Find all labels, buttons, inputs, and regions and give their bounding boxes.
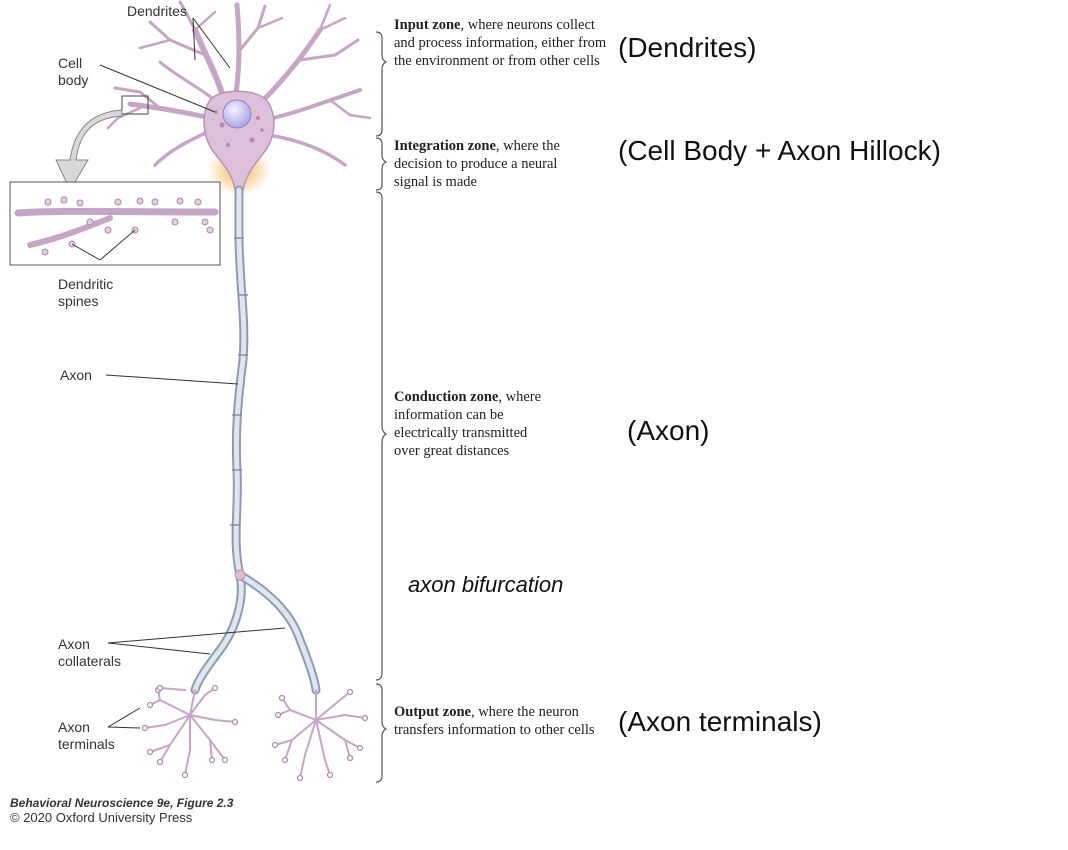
label-dendritic-spines-line2: spines <box>58 293 99 309</box>
zoom-source-box <box>121 95 149 115</box>
zone-integration-title: Integration zone <box>394 138 496 154</box>
dendritic-spines-inset <box>9 181 221 266</box>
zone-conduction: Conduction zone, where information can b… <box>394 388 544 460</box>
label-axon-collaterals-line1: Axon <box>58 636 90 652</box>
label-axon-collaterals: Axon collaterals <box>58 636 121 670</box>
axon-terminals-right <box>274 689 366 779</box>
label-cell-body-line2: body <box>58 72 89 88</box>
terminal-boutons-right <box>271 688 369 782</box>
annotation-axon: (Axon) <box>627 415 710 446</box>
zone-output-title: Output zone <box>394 704 471 720</box>
zone-input-title: Input zone <box>394 17 461 33</box>
label-dendritic-spines-line1: Dendritic <box>58 276 114 292</box>
label-cell-body-line1: Cell <box>58 55 83 71</box>
axon-main <box>230 185 249 580</box>
annotation-cell-body: (Cell Body + Axon Hillock) <box>618 135 941 166</box>
annotation-terminals: (Axon terminals) <box>618 706 822 737</box>
zone-braces <box>375 31 388 783</box>
cell-organelles <box>214 110 264 147</box>
label-cell-body: Cell body <box>58 55 88 89</box>
cell-body <box>203 90 275 191</box>
annotation-dendrites: (Dendrites) <box>618 32 757 63</box>
annotation-bifurcation: axon bifurcation <box>408 572 564 597</box>
zone-integration-desc: , where the decision to produce a neural… <box>394 138 560 190</box>
zone-input: Input zone, where neurons collect and pr… <box>394 16 609 70</box>
zone-output: Output zone, where the neuron transfers … <box>394 703 599 739</box>
axon-bifurcation-branches <box>190 569 321 695</box>
zone-integration: Integration zone, where the decision to … <box>394 137 589 191</box>
credit-source: Behavioral Neuroscience 9e, Figure 2.3 <box>10 796 234 810</box>
credit-copyright: © 2020 Oxford University Press <box>10 810 193 825</box>
zoom-arrow <box>55 109 123 192</box>
label-axon-collaterals-line2: collaterals <box>58 653 122 669</box>
label-dendritic-spines: Dendritic spines <box>58 276 113 310</box>
label-axon: Axon <box>60 367 92 383</box>
zone-input-desc: , where neurons collect and process info… <box>394 17 607 69</box>
leader-lines <box>71 17 286 729</box>
axon-terminals-left <box>144 687 236 776</box>
label-axon-terminals-line1: Axon <box>58 719 90 735</box>
label-axon-terminals: Axon terminals <box>58 719 115 753</box>
zone-conduction-desc: , where information can be electrically … <box>394 389 542 459</box>
nucleus <box>222 99 252 129</box>
zone-conduction-title: Conduction zone <box>394 389 499 405</box>
zone-output-desc: , where the neuron transfers information… <box>394 704 595 738</box>
label-dendrites: Dendrites <box>127 3 187 19</box>
terminal-boutons-left <box>141 684 239 779</box>
label-axon-terminals-line2: terminals <box>58 736 115 752</box>
